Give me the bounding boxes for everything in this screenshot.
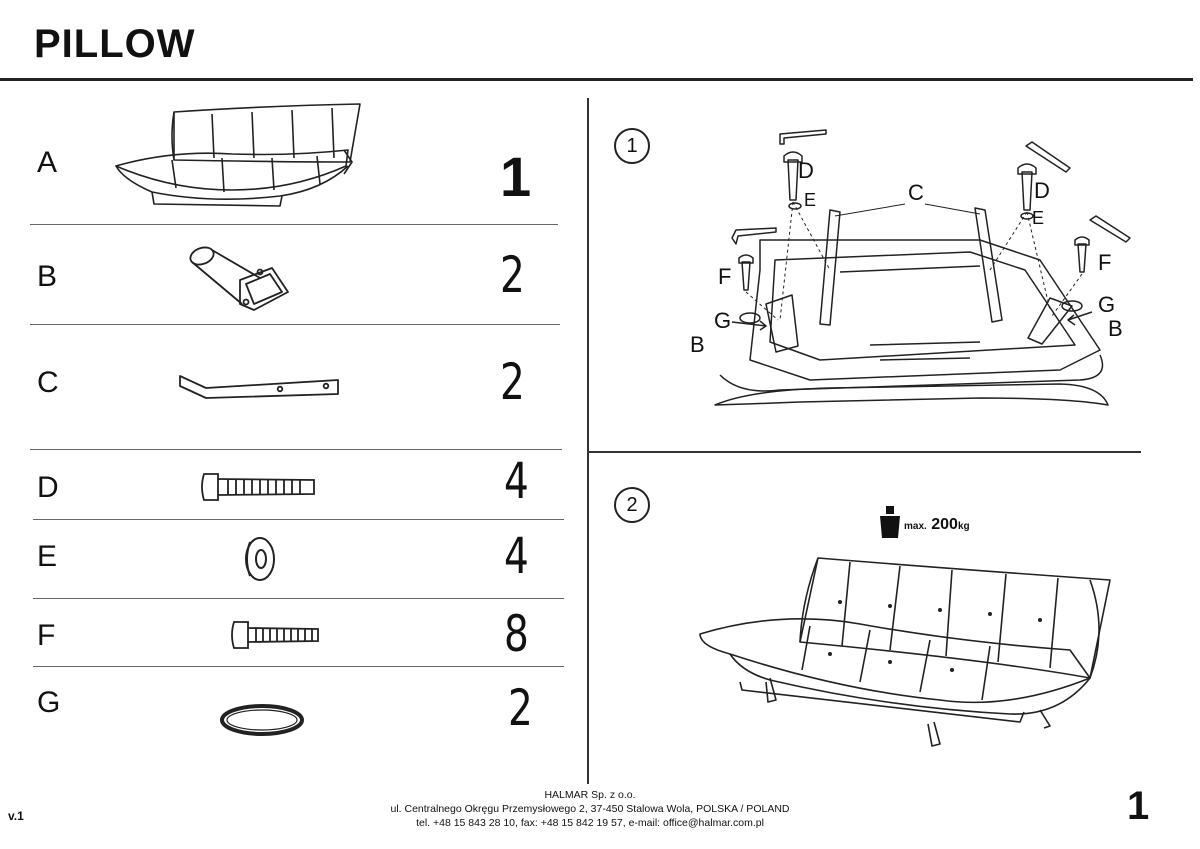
step-number-badge: 1: [614, 128, 650, 164]
long-bolt-icon: [201, 473, 315, 501]
label-b-left: B: [690, 332, 705, 357]
ring-icon: [220, 704, 304, 736]
label-f-right: F: [1098, 250, 1111, 275]
metal-bar-icon: [179, 375, 339, 399]
footer-contact: tel. +48 15 843 28 10, fax: +48 15 842 1…: [416, 817, 764, 829]
document-title: PILLOW: [34, 22, 196, 66]
label-e-right: E: [1032, 208, 1044, 228]
footer: HALMAR Sp. z o.o. ul. Centralnego Okręgu…: [340, 788, 840, 830]
label-d-right: D: [1034, 178, 1050, 203]
leg-bracket-icon: [189, 246, 289, 311]
washer-icon: [245, 537, 275, 581]
row-divider: [33, 519, 564, 520]
row-divider: [33, 598, 564, 599]
label-f-left: F: [718, 264, 731, 289]
label-g-right: G: [1098, 292, 1115, 317]
sofa-icon: [115, 103, 361, 207]
label-b-right: B: [1108, 316, 1123, 341]
label-g-left: G: [714, 308, 731, 333]
label-e-left: E: [804, 190, 816, 210]
part-letter: D: [37, 471, 59, 504]
max-load-unit: kg: [957, 521, 970, 532]
version-label: v.1: [8, 809, 24, 823]
assembled-sofa-illustration: [699, 557, 1111, 747]
short-bolt-icon: [231, 621, 319, 649]
part-quantity: 4: [504, 452, 529, 510]
part-letter: G: [37, 686, 61, 719]
row-divider: [30, 324, 560, 325]
footer-company: HALMAR Sp. z o.o.: [544, 789, 636, 801]
label-c: C: [908, 180, 924, 205]
max-load-value: 200: [931, 516, 958, 533]
page-number: 1: [1127, 784, 1150, 828]
part-quantity: 4: [504, 527, 529, 585]
weight-icon: [880, 506, 900, 538]
step-number-badge: 2: [614, 487, 650, 523]
steps-divider: [589, 451, 1141, 453]
step-1-assembly-diagram: C D E D E F F G G B B: [690, 129, 1131, 406]
footer-address: ul. Centralnego Okręgu Przemysłowego 2, …: [390, 803, 790, 815]
title-divider: [0, 78, 1193, 81]
part-letter: B: [37, 260, 58, 293]
part-quantity: 1: [500, 145, 532, 208]
part-letter: C: [37, 366, 59, 399]
part-quantity: 8: [504, 605, 529, 663]
label-d-left: D: [798, 158, 814, 183]
part-letter: E: [37, 540, 58, 573]
part-letter: F: [37, 619, 56, 652]
part-quantity: 2: [500, 353, 525, 411]
part-letter: A: [37, 146, 58, 179]
row-divider: [30, 449, 562, 450]
row-divider: [33, 666, 564, 667]
part-quantity: 2: [508, 679, 533, 737]
max-load-prefix: max.: [904, 521, 927, 532]
max-load-label: max. 200kg: [904, 516, 970, 534]
column-divider: [587, 98, 589, 784]
row-divider: [30, 224, 558, 225]
part-quantity: 2: [500, 246, 525, 304]
